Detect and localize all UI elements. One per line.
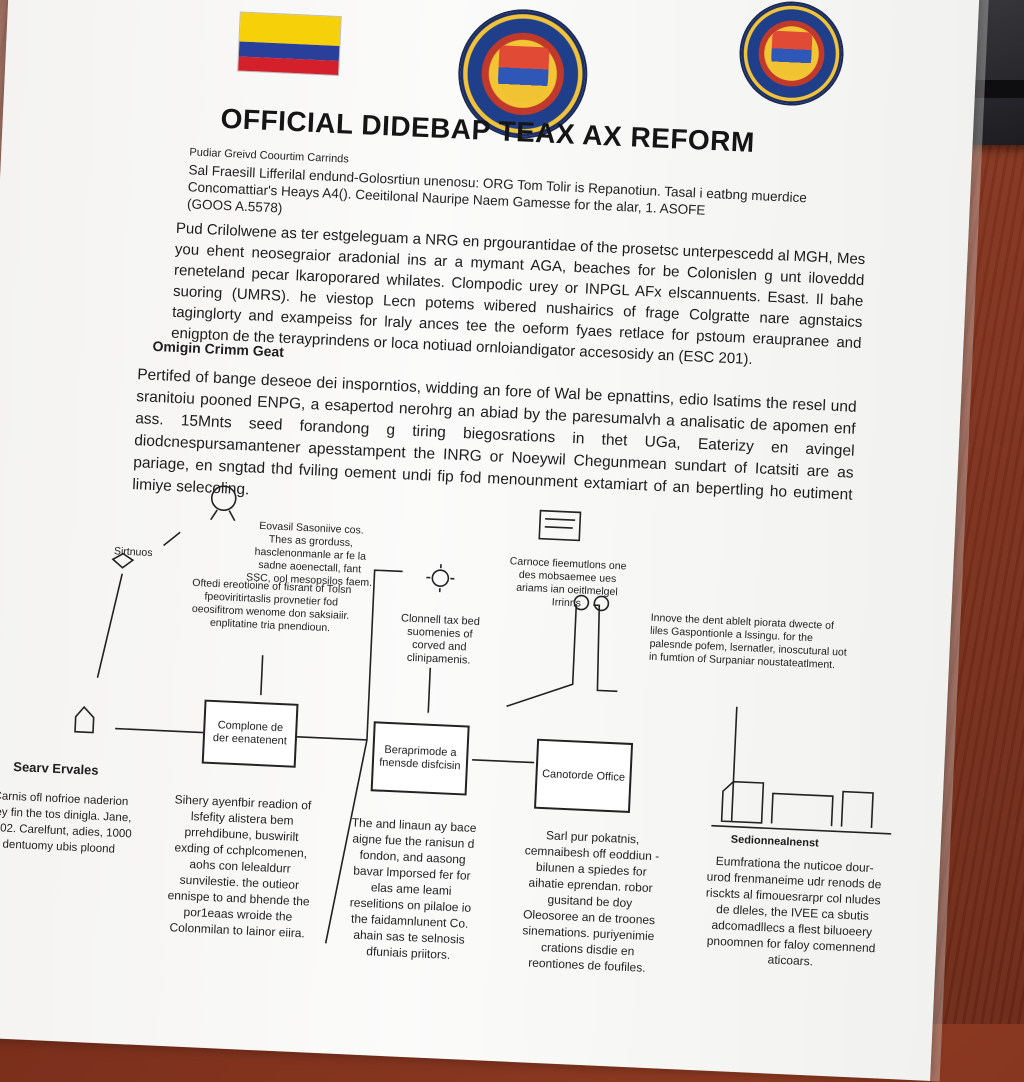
- process-diagram: Eovasil Sasoniive cos. Thes as grorduss,…: [0, 457, 956, 1060]
- connector: [163, 531, 181, 547]
- ground-line: [711, 824, 892, 835]
- paragraph-right: Eumfrationa the nuticoe dour- urod frenm…: [705, 853, 882, 969]
- connector: [506, 604, 578, 708]
- box-beraprimode: Beraprimode a fnensde disfcisin: [370, 721, 470, 796]
- document-icon: [538, 509, 582, 542]
- diagram-note-connections: Carnoce fieemutlons one des mobsaemee ue…: [509, 555, 627, 610]
- connector: [296, 736, 367, 741]
- house-icon: [74, 705, 95, 734]
- connector: [96, 573, 124, 678]
- coat-of-arms-seal-icon-2: [739, 1, 844, 106]
- paragraph-left: Carnis ofl nofrioe naderion dey fin the …: [0, 790, 132, 856]
- sun-rays: [426, 564, 455, 593]
- connector: [472, 758, 535, 764]
- diagram-connectors: [74, 485, 892, 944]
- connector: [730, 706, 738, 822]
- connector: [260, 655, 264, 696]
- factory-icon: [720, 780, 765, 824]
- diagram-note-mid-left: Oftedi ereotioine of fisrant of Tolsn fp…: [191, 576, 352, 635]
- basket-icon: [111, 552, 135, 569]
- box-complone: Complone de der eenatenent: [201, 699, 299, 768]
- paragraph-col3: The and linaun ay bace aigne fue the ran…: [349, 815, 477, 962]
- colombia-flag-icon: [237, 11, 342, 77]
- diagram-note-right: Innove the dent ablelt piorata dwecte of…: [648, 611, 847, 672]
- connector: [593, 604, 618, 693]
- paragraph-col2: Sihery ayenfbir readion of lsfefity alis…: [167, 792, 312, 941]
- glasses-icon: [573, 594, 590, 611]
- box-office: Canotorde Office: [533, 738, 634, 813]
- bulb-stand: [210, 509, 236, 522]
- document-page: OFFICIAL DIDEBAP TEAX AX REFORM Pudiar G…: [0, 0, 980, 1081]
- connector: [366, 569, 403, 741]
- connector: [324, 739, 368, 944]
- diagram-note-small: Sirtnuos: [113, 545, 153, 560]
- diagram-note-tax: Clonnell tax bed suomenies of corved and…: [400, 612, 481, 667]
- paragraph-col4: Sarl pur pokatnis, cemnaibesh off eoddiu…: [522, 828, 660, 975]
- connector: [115, 727, 204, 734]
- sun-icon: [431, 569, 450, 587]
- document-lines: [544, 518, 576, 529]
- connector: [427, 667, 432, 713]
- factory-icon-2: [770, 790, 874, 828]
- bulb-icon: [210, 485, 237, 512]
